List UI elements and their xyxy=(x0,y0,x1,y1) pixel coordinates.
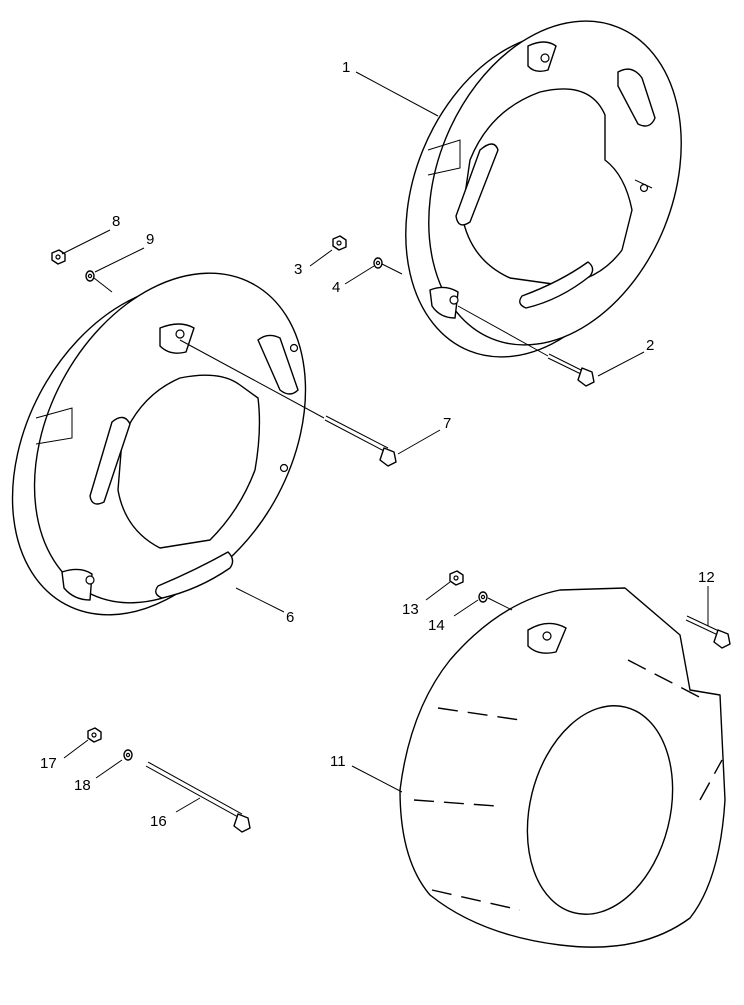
nut-part-13 xyxy=(449,570,464,586)
callout-12: 12 xyxy=(698,569,715,586)
nut-part-3 xyxy=(332,235,347,251)
bolt-part-2 xyxy=(547,353,595,387)
callout-14: 14 xyxy=(428,617,445,634)
leader-lines xyxy=(61,71,709,813)
nut-part-8 xyxy=(51,249,66,265)
callout-18: 18 xyxy=(74,777,91,794)
callout-16: 16 xyxy=(150,813,167,830)
callout-9: 9 xyxy=(146,231,154,248)
callout-6: 6 xyxy=(286,609,294,626)
callout-1: 1 xyxy=(342,59,350,76)
washer-part-18 xyxy=(123,749,133,761)
callout-3: 3 xyxy=(294,261,302,278)
callout-11: 11 xyxy=(330,753,346,770)
callout-7: 7 xyxy=(443,415,451,432)
wheel-weight-part-1 xyxy=(405,20,682,358)
wheel-weight-part-11 xyxy=(399,587,726,948)
wheel-weight-part-6 xyxy=(11,272,307,616)
bolt-part-12 xyxy=(685,615,731,649)
callout-17: 17 xyxy=(40,755,57,772)
callout-8: 8 xyxy=(112,213,120,230)
bolt-part-7 xyxy=(324,415,397,467)
washer-part-14 xyxy=(478,591,488,603)
callout-2: 2 xyxy=(646,337,654,354)
bolt-part-16 xyxy=(145,761,251,833)
callout-4: 4 xyxy=(332,279,340,296)
nut-part-17 xyxy=(87,727,102,743)
washer-part-4 xyxy=(373,257,383,269)
callout-13: 13 xyxy=(402,601,419,618)
washer-part-9 xyxy=(85,270,95,282)
